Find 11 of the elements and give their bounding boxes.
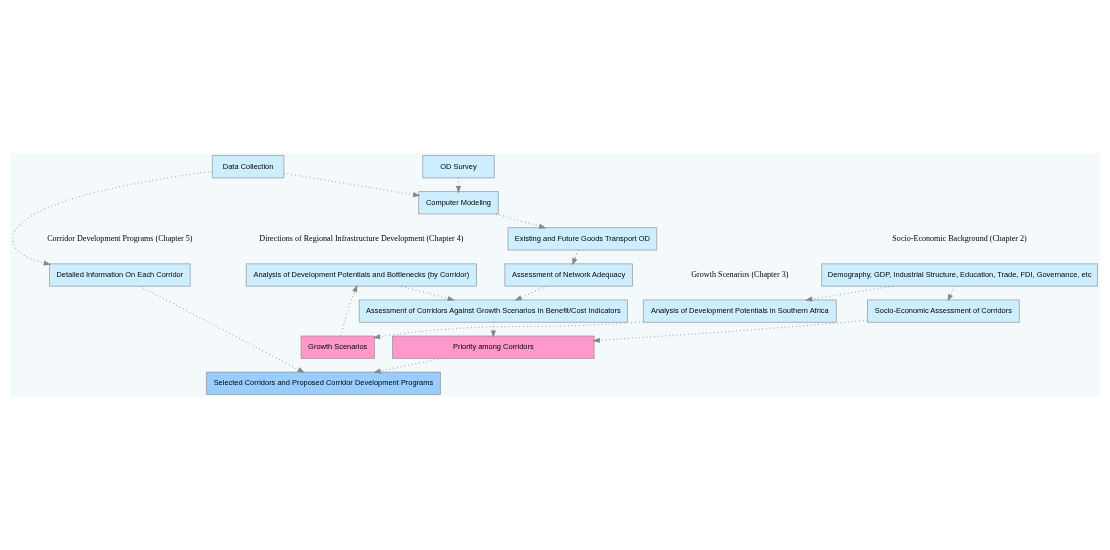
arrow [373, 357, 443, 374]
arrow [804, 285, 894, 302]
arrow [11, 170, 213, 266]
arrow [283, 172, 421, 198]
arrow [572, 249, 579, 266]
arrow [495, 213, 547, 229]
arrow [514, 285, 547, 301]
arrow [139, 285, 305, 373]
arrow [339, 284, 358, 337]
arrow [400, 285, 455, 301]
arrow [592, 319, 868, 343]
